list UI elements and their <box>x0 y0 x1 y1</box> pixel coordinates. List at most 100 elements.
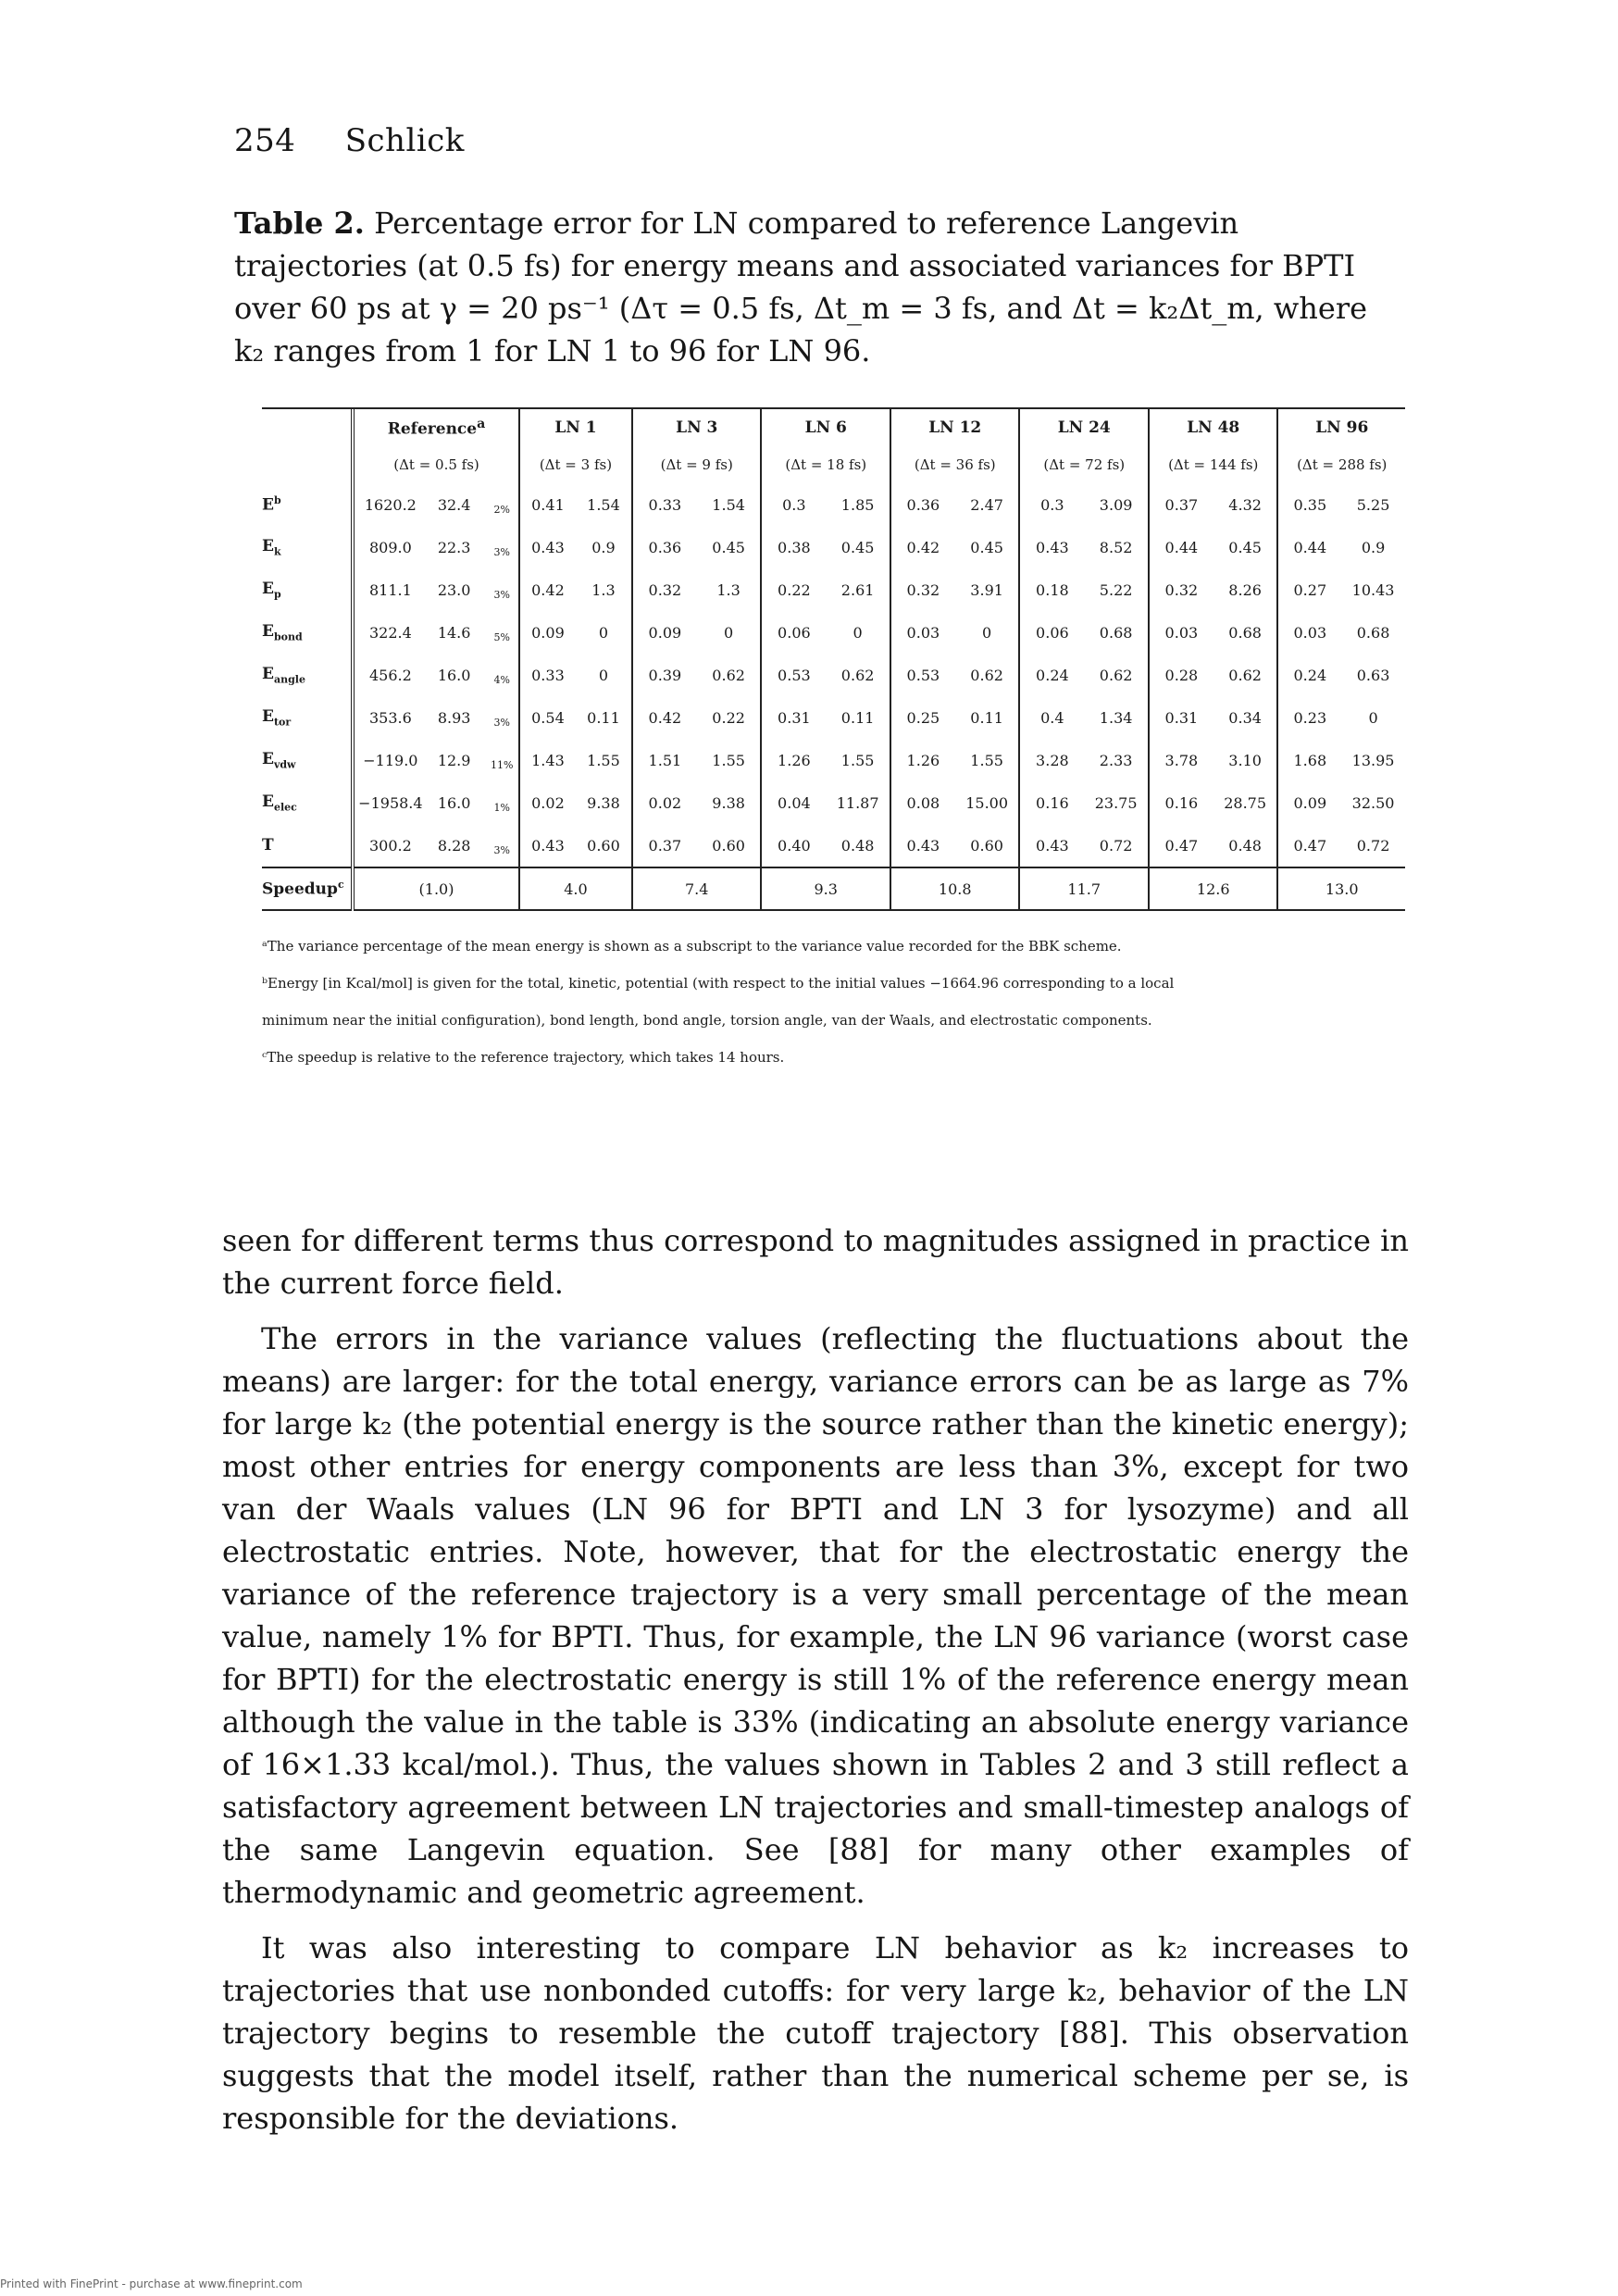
column-header: LN 6 <box>760 409 890 446</box>
ln-mean-error: 1.51 <box>630 739 697 781</box>
ln-variance-error: 1.55 <box>712 751 745 769</box>
ln-variance-error: 1.34 <box>1099 708 1133 727</box>
speedup-value: 7.4 <box>630 867 762 911</box>
ref-mean: 811.1 <box>351 568 427 611</box>
variance-pct: 2% <box>493 503 510 516</box>
ln-mean-error: 0.09 <box>1276 781 1342 824</box>
variance-pct: 3% <box>493 545 510 558</box>
ln-mean-error: 0.04 <box>760 781 827 824</box>
variance-pct: 11% <box>491 758 514 771</box>
ref-variance: 16.0 <box>437 666 471 684</box>
row-label: Ek <box>262 536 281 558</box>
variance-pct: 3% <box>493 716 510 729</box>
ln-variance-error: 1.55 <box>587 751 620 769</box>
ln-mean-error: 0.33 <box>517 654 576 696</box>
ln-variance-error: 3.09 <box>1099 495 1133 514</box>
row-label-sub: bond <box>273 630 303 643</box>
ln-variance-error: 0.9 <box>1361 538 1386 556</box>
ln-mean-error: 0.02 <box>630 781 697 824</box>
ln-mean-error: 0.43 <box>889 824 955 867</box>
ln-variance-error: 15.00 <box>965 793 1009 812</box>
table-footnotes: ᵃThe variance percentage of the mean ene… <box>262 928 1405 1076</box>
footnote-b-line2: minimum near the initial configuration),… <box>262 1012 1152 1029</box>
ln-mean-error: 1.43 <box>517 739 576 781</box>
ln-mean-error: 0.31 <box>1147 696 1214 739</box>
ln-variance-error: 1.3 <box>716 580 741 599</box>
ln-mean-error: 0.40 <box>760 824 827 867</box>
ln-variance-error: 0.62 <box>840 666 875 684</box>
ref-variance: 8.28 <box>437 836 471 855</box>
column-timestep: (Δt = 9 fs) <box>630 446 762 483</box>
ref-variance: 22.3 <box>437 538 471 556</box>
ln-mean-error: 0.33 <box>630 483 697 526</box>
ln-variance-error: 1.55 <box>970 751 1003 769</box>
row-label: Ebond <box>262 621 303 643</box>
row-label: Ep <box>262 579 281 601</box>
ln-mean-error: 0.35 <box>1276 483 1342 526</box>
ln-mean-error: 0.41 <box>517 483 576 526</box>
ref-variance: 14.6 <box>437 623 471 642</box>
column-timestep: (Δt = 0.5 fs) <box>351 446 519 483</box>
ln-mean-error: 0.09 <box>630 611 697 654</box>
ref-variance-pct: 3% <box>482 526 519 568</box>
ln-mean-error: 0.08 <box>889 781 955 824</box>
ref-mean: −119.0 <box>351 739 427 781</box>
ln-mean-error: 0.38 <box>760 526 827 568</box>
ln-variance-error: 9.38 <box>712 793 745 812</box>
ln-mean-error: 0.28 <box>1147 654 1214 696</box>
row-label-sub: k <box>273 545 281 558</box>
running-head: 254 Schlick <box>234 122 465 159</box>
row-label-sub: vdw <box>273 758 296 771</box>
ref-mean: 456.2 <box>351 654 427 696</box>
row-label-sup: b <box>273 494 281 507</box>
ln-mean-error: 0.06 <box>760 611 827 654</box>
row-label: Eangle <box>262 664 305 686</box>
ln-variance-error: 5.22 <box>1099 580 1133 599</box>
ref-variance: 8.93 <box>437 708 471 727</box>
ln-variance-error: 0.48 <box>840 836 875 855</box>
ln-variance-error: 0 <box>853 623 863 642</box>
column-timestep: (Δt = 3 fs) <box>517 446 632 483</box>
ln-mean-error: 0.03 <box>889 611 955 654</box>
corner-cell-2 <box>262 446 353 483</box>
paragraph-3: It was also interesting to compare LN be… <box>222 1930 1409 2136</box>
variance-pct: 5% <box>493 630 510 643</box>
ln-variance-error: 0.72 <box>1356 836 1390 855</box>
column-header: LN 12 <box>889 409 1020 446</box>
ln-variance-error: 0 <box>1368 708 1378 727</box>
speedup-value: 10.8 <box>889 867 1020 911</box>
ln-variance-error: 0.68 <box>1356 623 1390 642</box>
ref-variance-pct: 2% <box>482 483 519 526</box>
ln-mean-error: 1.26 <box>760 739 827 781</box>
ln-mean-error: 0.37 <box>1147 483 1214 526</box>
printed-note: Printed with FinePrint - purchase at www… <box>0 2277 303 2290</box>
ln-mean-error: 0.37 <box>630 824 697 867</box>
footnote-c: ᶜThe speedup is relative to the referenc… <box>262 1049 785 1066</box>
ln-mean-error: 3.78 <box>1147 739 1214 781</box>
ln-mean-error: 0.24 <box>1276 654 1342 696</box>
ln-mean-error: 0.47 <box>1276 824 1342 867</box>
ln-mean-error: 0.25 <box>889 696 955 739</box>
ref-variance: 23.0 <box>437 580 471 599</box>
ln-variance-error: 1.54 <box>587 495 620 514</box>
ln-mean-error: 0.32 <box>630 568 697 611</box>
ln-mean-error: 3.28 <box>1018 739 1085 781</box>
page-number: 254 <box>234 122 296 159</box>
speedup-value: 4.0 <box>517 867 632 911</box>
ln-variance-error: 0.62 <box>1228 666 1262 684</box>
ref-variance-pct: 1% <box>482 781 519 824</box>
column-timestep: (Δt = 18 fs) <box>760 446 890 483</box>
ln-mean-error: 0.43 <box>1018 526 1085 568</box>
ln-variance-error: 0 <box>724 623 734 642</box>
ln-variance-error: 4.32 <box>1228 495 1262 514</box>
speedup-value: 9.3 <box>760 867 890 911</box>
ln-mean-error: 0.06 <box>1018 611 1085 654</box>
ln-mean-error: 0.02 <box>517 781 576 824</box>
ln-mean-error: 0.24 <box>1018 654 1085 696</box>
ln-mean-error: 0.36 <box>889 483 955 526</box>
